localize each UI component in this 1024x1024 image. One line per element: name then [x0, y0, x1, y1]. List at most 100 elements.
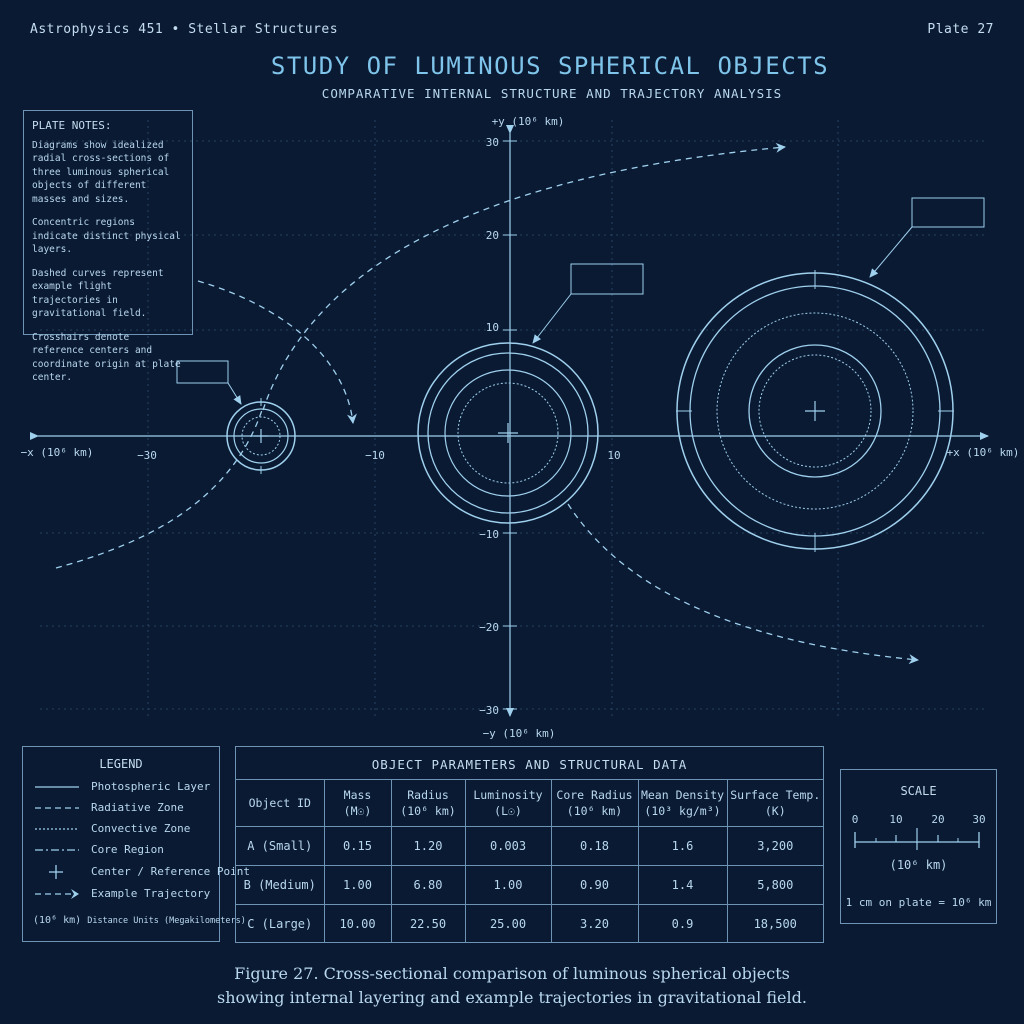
- crosshair-icon: [49, 865, 63, 879]
- plate-notes-title: PLATE NOTES:: [32, 119, 112, 132]
- header-mean-density: Mean Density(10³ kg/m³): [637, 779, 728, 827]
- table-row: B (Medium) 1.00 6.80 1.00 0.90 1.4 5,800: [236, 865, 823, 905]
- plate-subtitle: COMPARATIVE INTERNAL STRUCTURE AND TRAJE…: [321, 86, 783, 101]
- plate-note: Dashed curves represent example flight t…: [32, 267, 164, 320]
- object-c-convective-zone: [748, 344, 882, 478]
- caption-line-1: Figure 27. Cross-sectional comparison of…: [234, 964, 790, 983]
- object-b-photosphere: [417, 342, 599, 524]
- object-c: [676, 197, 985, 552]
- scale-tick-label: 30: [972, 813, 986, 826]
- caption-line-2: showing internal layering and example tr…: [217, 988, 807, 1007]
- legend: LEGEND Photospheric Layer Radiative Zone…: [22, 746, 250, 942]
- trajectory-lower-right: [567, 503, 919, 665]
- legend-title: LEGEND: [99, 757, 143, 771]
- table-cell: B (Medium): [236, 865, 325, 905]
- header-luminosity: Luminosity(L☉): [464, 779, 552, 827]
- plate-title: STUDY OF LUMINOUS SPHERICAL OBJECTS: [270, 52, 830, 80]
- table-cell: 1.00: [464, 865, 552, 905]
- table-row: A (Small) 0.15 1.20 0.003 0.18 1.6 3,200: [236, 826, 823, 866]
- scale-title: SCALE: [900, 784, 937, 798]
- plate-note: Diagrams show idealized radial cross-sec…: [32, 139, 170, 205]
- table-title: OBJECT PARAMETERS AND STRUCTURAL DATA: [371, 757, 688, 772]
- table-cell: 3,200: [726, 826, 823, 866]
- object-b-outer-layer: [427, 352, 589, 514]
- x-neg-axis-label: −x (10⁶ km): [21, 446, 94, 459]
- table-cell: 0.9: [637, 904, 728, 943]
- coordinate-diagram: +y (10⁶ km) −y (10⁶ km) +x (10⁶ km) −x (…: [21, 115, 1020, 740]
- scale-tick-label: 0: [851, 813, 859, 826]
- object-a-convective-zone: [241, 416, 281, 456]
- parameters-table: Object ID Mass(M☉) Radius(10⁶ km) Lumino…: [236, 779, 823, 943]
- object-a-label-box: [176, 360, 229, 384]
- course-header: Astrophysics 451 • Stellar Structures: [30, 22, 339, 37]
- table-cell: 5,800: [726, 865, 823, 905]
- table-cell: C (Large): [236, 904, 325, 943]
- object-b-label-box: [570, 263, 644, 295]
- table-cell: 0.15: [323, 826, 392, 866]
- trajectory-lower-left: [55, 409, 263, 569]
- figure-caption: Figure 27. Cross-sectional comparison of…: [0, 962, 1024, 1010]
- object-c-core: [758, 354, 872, 468]
- table-cell: 0.003: [464, 826, 552, 866]
- y-tick-label: 10: [486, 321, 499, 334]
- y-pos-axis-label: +y (10⁶ km): [492, 115, 565, 128]
- object-b-convective-zone: [457, 382, 559, 484]
- header-mass: Mass(M☉): [323, 779, 392, 827]
- table-cell: 0.18: [550, 826, 639, 866]
- arrow-icon: [35, 889, 79, 899]
- object-a-radiative-zone: [233, 408, 289, 464]
- table-cell: 6.80: [390, 865, 466, 905]
- table-cell: 1.20: [390, 826, 466, 866]
- table-cell: 1.4: [637, 865, 728, 905]
- axes: [30, 125, 989, 717]
- scale-units: (10⁶ km): [889, 858, 948, 872]
- object-c-label-box: [911, 197, 985, 228]
- header-surface-temp: Surface Temp.(K): [726, 779, 823, 827]
- parameters-table-panel: OBJECT PARAMETERS AND STRUCTURAL DATA Ob…: [235, 746, 824, 943]
- y-tick-label: 20: [486, 229, 499, 242]
- table-cell: 25.00: [464, 904, 552, 943]
- scale-panel: SCALE 0 10 20 30 (10⁶ km) 1 cm on plate …: [840, 769, 997, 924]
- table-cell: 0.90: [550, 865, 639, 905]
- table-cell: 22.50: [390, 904, 466, 943]
- table-cell: A (Small): [236, 826, 325, 866]
- y-neg-axis-label: −y (10⁶ km): [483, 727, 556, 740]
- header-core-radius: Core Radius(10⁶ km): [550, 779, 639, 827]
- scale-tick-label: 20: [931, 813, 945, 826]
- trajectory-descending: [197, 280, 357, 424]
- table-header-row: Object ID Mass(M☉) Radius(10⁶ km) Lumino…: [236, 779, 823, 827]
- header-object-id: Object ID: [236, 779, 325, 827]
- x-pos-axis-label: +x (10⁶ km): [947, 446, 1020, 459]
- y-tick-label: 30: [486, 136, 499, 149]
- scale-equivalence: 1 cm on plate = 10⁶ km: [845, 896, 992, 909]
- x-tick-label: −10: [365, 449, 385, 462]
- table-cell: 18,500: [726, 904, 823, 943]
- plate-note: Crosshairs denote reference centers and …: [32, 331, 181, 384]
- scale-bar: [854, 828, 980, 850]
- y-tick-label: −10: [479, 528, 499, 541]
- table-cell: 10.00: [323, 904, 392, 943]
- y-tick-label: −30: [479, 704, 499, 717]
- object-a: [176, 360, 296, 474]
- trajectory-upper: [262, 142, 786, 411]
- x-tick-label: 10: [607, 449, 620, 462]
- legend-units: (10⁶ km) Distance Units (Megakilometers): [33, 915, 246, 926]
- table-cell: 1.6: [637, 826, 728, 866]
- plate-number: Plate 27: [927, 22, 994, 37]
- trajectories: [55, 142, 919, 665]
- axis-ticks: [503, 140, 517, 710]
- table-cell: 1.00: [323, 865, 392, 905]
- dashed-line-icon: [35, 807, 79, 809]
- object-c-radiative-zone: [716, 312, 914, 510]
- object-b-radiative-zone: [444, 369, 572, 497]
- object-b: [417, 263, 644, 524]
- dotted-line-icon: [35, 828, 79, 830]
- plate-note: Concentric regions indicate distinct phy…: [32, 217, 181, 255]
- header-radius: Radius(10⁶ km): [390, 779, 466, 827]
- dashdot-line-icon: [35, 849, 79, 851]
- table-row: C (Large) 10.00 22.50 25.00 3.20 0.9 18,…: [236, 904, 823, 943]
- solid-line-icon: [35, 786, 79, 788]
- grid: [40, 120, 985, 720]
- y-tick-label: −20: [479, 621, 499, 634]
- scale-tick-label: 10: [889, 813, 903, 826]
